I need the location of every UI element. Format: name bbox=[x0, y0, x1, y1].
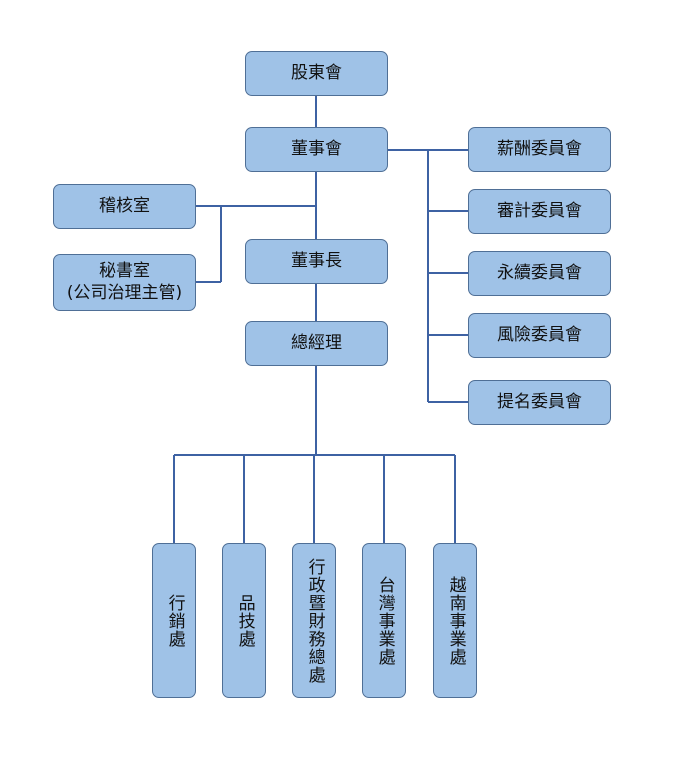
committee-compensation-box: 薪酬委員會 bbox=[468, 127, 611, 172]
division-vietnam-box: 越南事業處 bbox=[433, 543, 477, 698]
committee-nomination-box: 提名委員會 bbox=[468, 380, 611, 425]
division-admin-finance-box: 行政暨財務總處 bbox=[292, 543, 336, 698]
division-taiwan-box: 台灣事業處 bbox=[362, 543, 406, 698]
division-marketing-box: 行銷處 bbox=[152, 543, 196, 698]
committee-sustainability-box: 永續委員會 bbox=[468, 251, 611, 296]
chairman-box: 董事長 bbox=[245, 239, 388, 284]
committee-audit-box: 審計委員會 bbox=[468, 189, 611, 234]
secretariat-box: 秘書室 (公司治理主管) bbox=[53, 254, 196, 311]
division-quality-tech-box: 品技處 bbox=[222, 543, 266, 698]
shareholders-box: 股東會 bbox=[245, 51, 388, 96]
audit-office-box: 稽核室 bbox=[53, 184, 196, 229]
committee-risk-box: 風險委員會 bbox=[468, 313, 611, 358]
board-box: 董事會 bbox=[245, 127, 388, 172]
president-box: 總經理 bbox=[245, 321, 388, 366]
